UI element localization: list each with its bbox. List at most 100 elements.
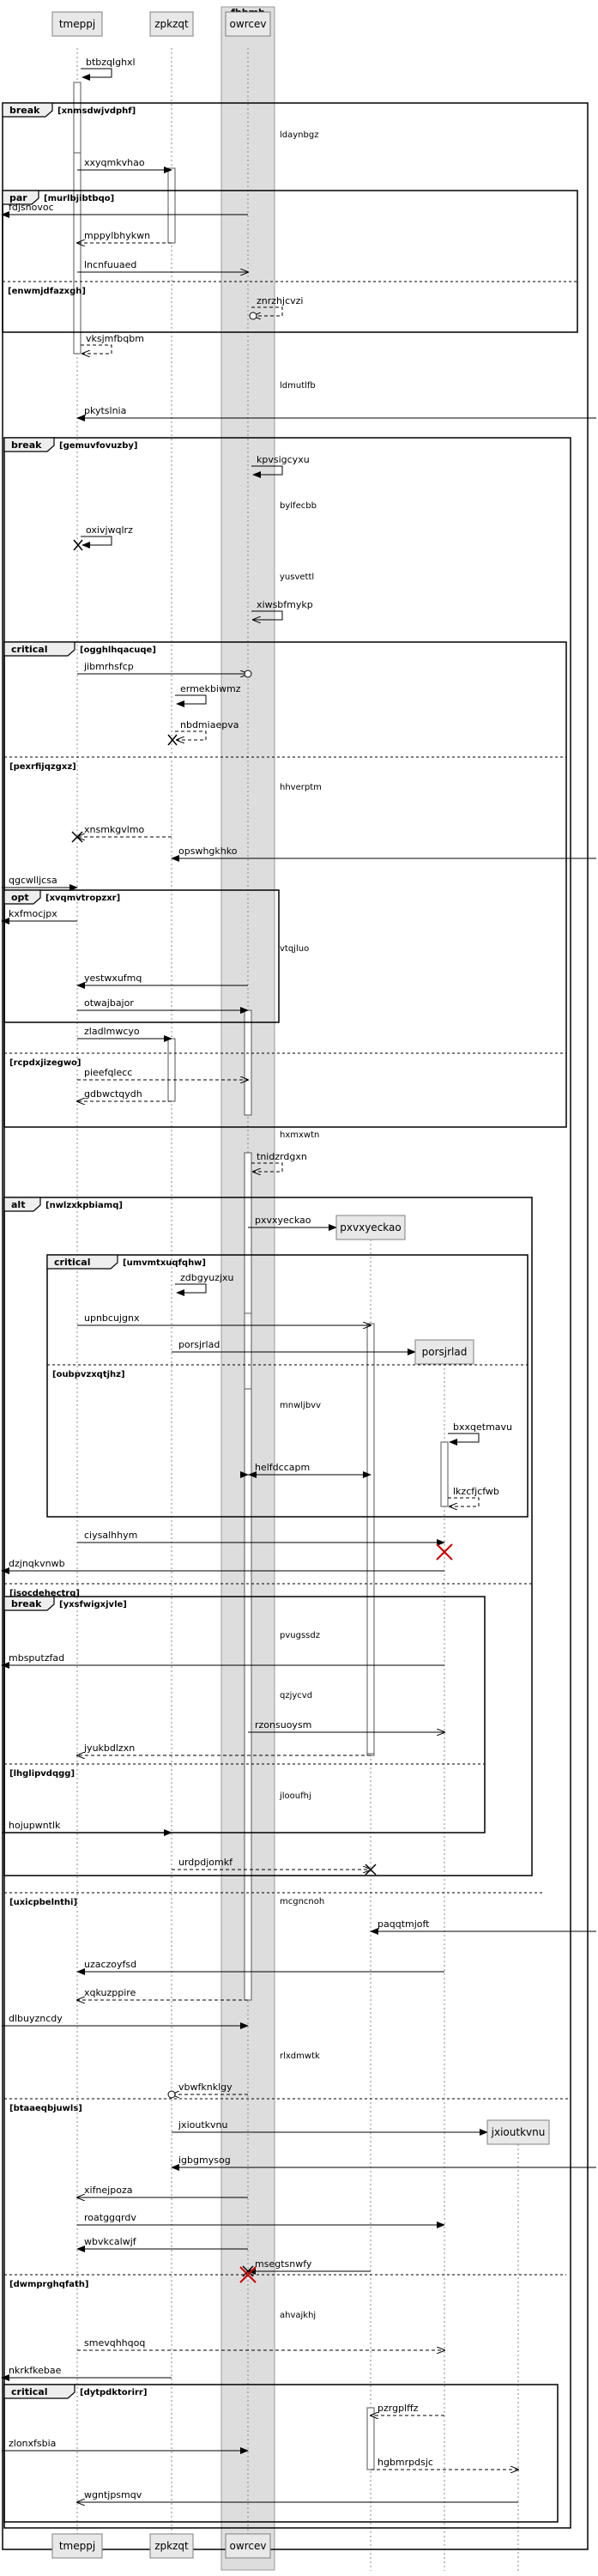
- message-label: smevqhhqoq: [84, 2337, 145, 2349]
- fragment-condition: [xvqmvtropzxr]: [45, 894, 120, 903]
- fragment-condition: [gemuvfovuzby]: [59, 441, 138, 451]
- fragment-kind: opt: [11, 892, 29, 903]
- message: qgcwlljcsa: [2, 875, 78, 891]
- participant-label: porsjrlad: [422, 1346, 468, 1358]
- participant-tmeppj-footer: tmeppj: [51, 2533, 103, 2559]
- message-label: roatggqrdv: [84, 2212, 136, 2223]
- notes: ldaynbgzldmutlfbbylfecbbyusvettlhhverptm…: [279, 130, 324, 2320]
- lifelines: [76, 48, 519, 2571]
- participant-label: zpkzqt: [154, 18, 189, 30]
- message: jibmrhsfcp: [77, 661, 252, 678]
- message-label: wbvkcalwjf: [84, 2236, 137, 2247]
- message: jyukbdlzxn: [77, 1743, 371, 1755]
- fragments: break[xnmsdwjvdphf]par[murlbjibtbqo][enw…: [2, 102, 589, 2550]
- participant-jxioutkvnu: jxioutkvnu: [486, 2119, 550, 2145]
- activation-bar: [73, 152, 82, 355]
- message-label: bxxqetmavu: [453, 1421, 512, 1433]
- message-label: kxfmocjpx: [9, 908, 57, 919]
- activation-bar: [366, 2407, 375, 2470]
- message: mbsputzfad: [1, 1652, 444, 1669]
- message-label: uzaczoyfsd: [84, 1959, 136, 1970]
- participant-label: pxvxyeckao: [340, 1221, 401, 1233]
- message-label: dzjnqkvnwb: [9, 1558, 65, 1569]
- message-label: lncnfuuaed: [84, 259, 136, 270]
- fragment-condition: [murlbjibtbqo]: [44, 194, 114, 203]
- fragment-condition: [xnmsdwjvdphf]: [57, 106, 136, 116]
- message: btbzqlghxl: [81, 57, 136, 81]
- message: xqkuzppire: [77, 1987, 248, 2000]
- message: zlonxfsbia: [2, 2438, 249, 2454]
- message-label: zladlmwcyo: [84, 1026, 140, 1037]
- participant-owrcev: owrcev: [225, 11, 271, 37]
- message: roatggqrdv: [77, 2212, 445, 2228]
- message: igbgmysog: [171, 2155, 596, 2171]
- message-label: xiwsbfmykp: [257, 599, 313, 610]
- message-label: jyukbdlzxn: [83, 1743, 135, 1754]
- message: xifnejpoza: [77, 2185, 248, 2197]
- message: porsjrlad: [172, 1339, 416, 1355]
- message: xxyqmkvhao: [77, 157, 172, 173]
- note: ahvajkhj: [280, 2311, 316, 2320]
- message-label: igbgmysog: [178, 2155, 231, 2166]
- message-label: lkzcfjcfwb: [453, 1486, 499, 1497]
- message-label: wgntjpsmqv: [84, 2489, 142, 2500]
- message-label: znrzhjcvzi: [257, 295, 303, 306]
- message: yestwxufmq: [76, 973, 248, 989]
- fragment-condition: [oubpvzxqtjhz]: [52, 1370, 125, 1379]
- fragment-condition: [umvmtxuqfqhw]: [123, 1258, 206, 1268]
- destroy-mark: [436, 1543, 453, 1561]
- fragment-condition: [ogghlhqacuqe]: [80, 646, 156, 655]
- message: xiwsbfmykp: [251, 599, 313, 620]
- note: hhverptm: [280, 783, 322, 792]
- fragment-break: break[yxsfwigxjvle][lhglipvdqgg]: [3, 1596, 486, 1834]
- message: dzjnqkvnwb: [1, 1558, 444, 1574]
- note: bylfecbb: [280, 501, 317, 511]
- note: yusvettl: [280, 573, 314, 582]
- message: lncnfuuaed: [77, 259, 248, 272]
- note: ldaynbgz: [280, 130, 318, 140]
- fragment-kind: critical: [11, 2386, 47, 2397]
- message-label: pxvxyeckao: [255, 1215, 311, 1226]
- message: pzrgplffz: [371, 2403, 444, 2415]
- message-label: fdjsnovoc: [9, 202, 54, 213]
- destroy-mark: [365, 1864, 377, 1876]
- note: jlooufhj: [279, 1791, 311, 1801]
- message-label: qgcwlljcsa: [9, 875, 57, 886]
- message: nbdmiaepva: [175, 719, 239, 740]
- message: urdpdjomkf: [172, 1857, 371, 1870]
- message: wgntjpsmqv: [77, 2489, 518, 2502]
- message: wbvkcalwjf: [76, 2236, 248, 2252]
- fragment-condition: [rcpdxjizegwo]: [9, 1058, 82, 1068]
- fragment-condition: [nwlzxkpbiamq]: [45, 1201, 123, 1210]
- fragment-condition: [pexrfijqzgxz]: [9, 762, 76, 772]
- message-label: gdbwctqydh: [84, 1088, 142, 1100]
- participant-pxvxyeckao: pxvxyeckao: [335, 1215, 406, 1240]
- message: otwajbajor: [77, 997, 249, 1014]
- message-label: hojupwntlk: [9, 1820, 61, 1831]
- message-label: msegtsnwfy: [255, 2258, 312, 2270]
- fragment-condition: [yxsfwigxjvle]: [59, 1600, 127, 1609]
- message: kxfmocjpx: [1, 908, 77, 924]
- activation-bar: [167, 1038, 176, 1102]
- fragment-kind: alt: [11, 1199, 25, 1210]
- message-label: nkrkfkebae: [9, 2365, 62, 2376]
- participant-label: jxioutkvnu: [491, 2126, 546, 2138]
- fragment-critical: critical [ogghlhqacuqe] [pexrfijqzgxz]: [3, 641, 567, 1128]
- participant-label: tmeppj: [59, 18, 95, 30]
- fragment-kind: par: [9, 192, 27, 203]
- message-label: mbsputzfad: [9, 1652, 64, 1664]
- fragment-condition: [btaaeqbjuwls]: [9, 2104, 82, 2113]
- message-label: tnidzrdgxn: [257, 1151, 307, 1162]
- fragment-section: [dwmprghqfath]: [4, 2274, 566, 2289]
- destroy-marks: [71, 539, 453, 2283]
- message-label: vksjmfbqbm: [86, 333, 144, 344]
- message: paqqtmjoft: [370, 1918, 596, 1935]
- fragment-kind: critical: [11, 644, 47, 655]
- message: xnsmkgvlmo: [77, 824, 172, 837]
- note: pvugssdz: [280, 1631, 320, 1640]
- message-label: kpvsigcyxu: [257, 454, 310, 465]
- message-label: pieefqlecc: [84, 1067, 132, 1078]
- message-label: xifnejpoza: [84, 2185, 132, 2196]
- message-label: zdbgyuzjxu: [180, 1272, 234, 1283]
- fragment-kind: break: [11, 439, 42, 451]
